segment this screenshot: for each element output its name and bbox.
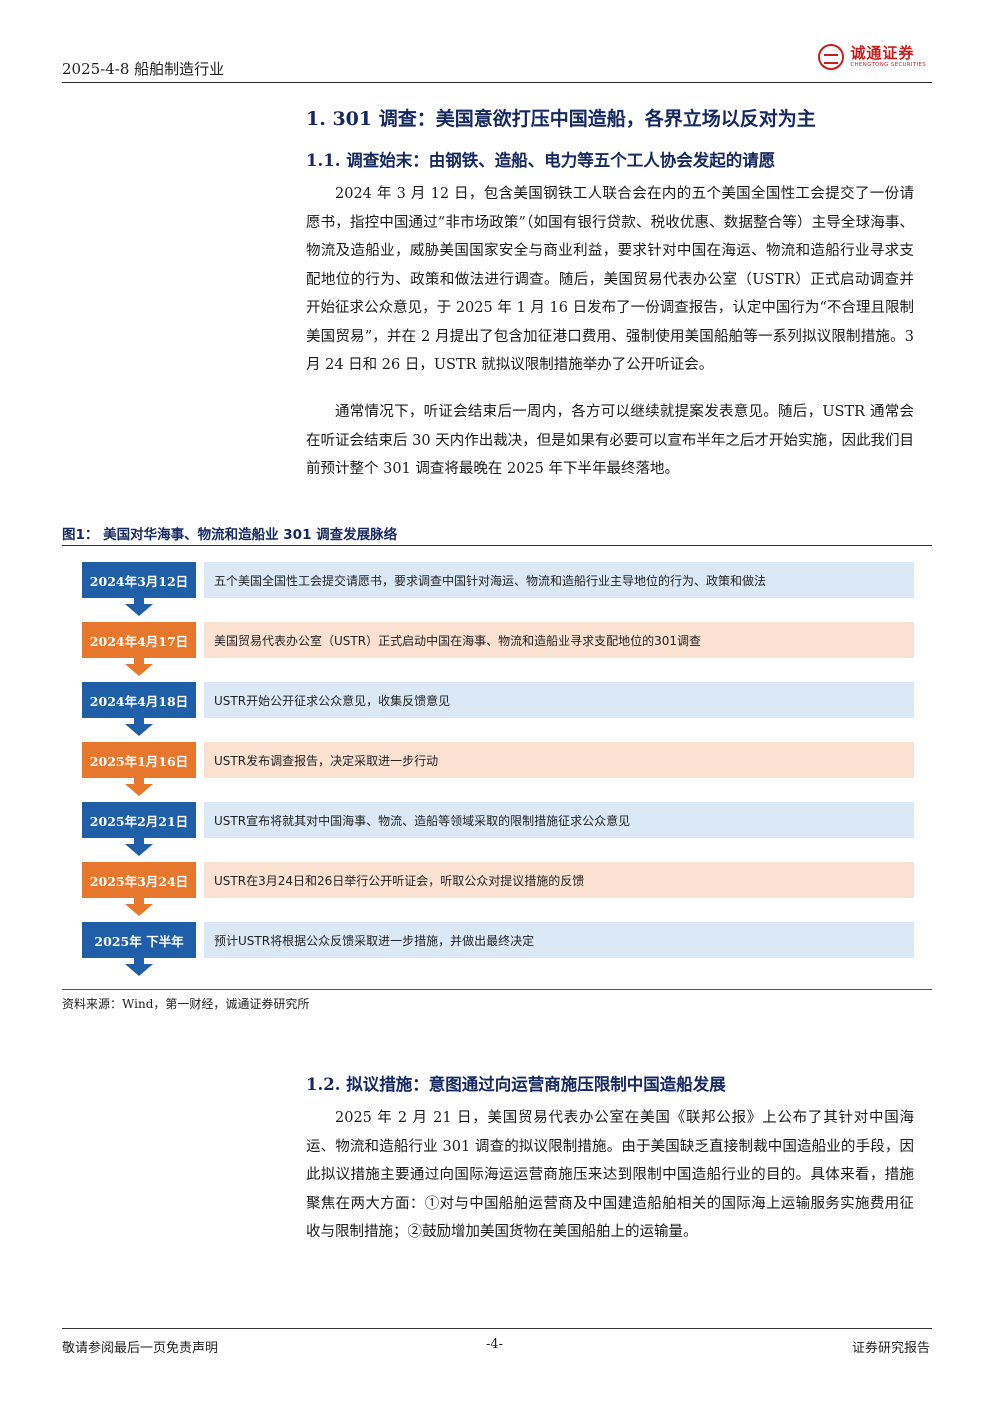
section-1-1-paragraph-2: 通常情况下，听证会结束后一周内，各方可以继续就提案发表意见。随后，USTR 通常… (306, 404, 914, 477)
figure-1-source: 资料来源：Wind，第一财经，诚通证券研究所 (62, 997, 310, 1011)
timeline-event-date: 2024年4月18日 (82, 682, 196, 718)
page-footer: 敬请参阅最后一页免责声明 -4- 证券研究报告 (62, 1328, 932, 1359)
timeline-event-description: 五个美国全国性工会提交请愿书，要求调查中国针对海运、物流和造船行业主导地位的行为… (204, 562, 914, 598)
down-arrow-icon (125, 598, 153, 616)
timeline-event-date: 2024年3月12日 (82, 562, 196, 598)
footer-disclaimer-note: 敬请参阅最后一页免责声明 (62, 1341, 219, 1356)
timeline-event-description: 美国贸易代表办公室（USTR）正式启动中国在海事、物流和造船业寻求支配地位的30… (204, 622, 914, 658)
timeline-event-date: 2024年4月17日 (82, 622, 196, 658)
timeline-event-date: 2025年1月16日 (82, 742, 196, 778)
down-arrow-icon (125, 898, 153, 916)
figure-bottom-rule (62, 989, 932, 990)
timeline-event-description: USTR开始公开征求公众意见，收集反馈意见 (204, 682, 914, 718)
section-1-1-paragraph-1: 2024 年 3 月 12 日，包含美国钢铁工人联合会在内的五个美国全国性工会提… (306, 186, 914, 373)
figure-top-rule (62, 545, 932, 546)
figure-1-title: 图1： 美国对华海事、物流和造船业 301 调查发展脉络 (62, 527, 398, 543)
down-arrow-icon (125, 778, 153, 796)
timeline-event: 2025年 下半年预计USTR将根据公众反馈采取进一步措施，并做出最终决定 (82, 922, 914, 976)
timeline-event: 2024年4月17日美国贸易代表办公室（USTR）正式启动中国在海事、物流和造船… (82, 622, 914, 676)
section-1-1-title: 1.1. 调查始末：由钢铁、造船、电力等五个工人协会发起的请愿 (306, 151, 776, 170)
footer-report-type: 证券研究报告 (851, 1341, 930, 1356)
down-arrow-icon (125, 958, 153, 976)
timeline-event: 2024年3月12日五个美国全国性工会提交请愿书，要求调查中国针对海运、物流和造… (82, 562, 914, 616)
timeline-event-description: USTR发布调查报告，决定采取进一步行动 (204, 742, 914, 778)
section-1-title: 1. 301 调查：美国意欲打压中国造船，各界立场以反对为主 (306, 108, 816, 130)
timeline-event-description: USTR宣布将就其对中国海事、物流、造船等领域采取的限制措施征求公众意见 (204, 802, 914, 838)
logo-name-cn: 诚通证券 (850, 43, 915, 62)
logo-name-en: CHENGTONG SECURITIES (850, 61, 926, 68)
section-1-2-title: 1.2. 拟议措施：意图通过向运营商施压限制中国造船发展 (306, 1075, 726, 1094)
section-1-2-paragraph-1: 2025 年 2 月 21 日，美国贸易代表办公室在美国《联邦公报》上公布了其针… (306, 1110, 914, 1240)
header-date-industry: 2025-4-8 船舶制造行业 (62, 60, 225, 78)
timeline-event-date: 2025年3月24日 (82, 862, 196, 898)
page-header: 2025-4-8 船舶制造行业 诚通证券 CHENGTONG SECURITIE… (62, 44, 932, 83)
company-logo: 诚通证券 CHENGTONG SECURITIES (818, 44, 926, 70)
down-arrow-icon (125, 718, 153, 736)
timeline-event-date: 2025年2月21日 (82, 802, 196, 838)
timeline-event-description: 预计USTR将根据公众反馈采取进一步措施，并做出最终决定 (204, 922, 914, 958)
footer-page-number: -4- (486, 1337, 504, 1352)
timeline-event-date: 2025年 下半年 (82, 922, 196, 958)
timeline-event-description: USTR在3月24日和26日举行公开听证会，听取公众对提议措施的反馈 (204, 862, 914, 898)
down-arrow-icon (125, 658, 153, 676)
logo-mark-icon (818, 44, 845, 70)
down-arrow-icon (125, 838, 153, 856)
